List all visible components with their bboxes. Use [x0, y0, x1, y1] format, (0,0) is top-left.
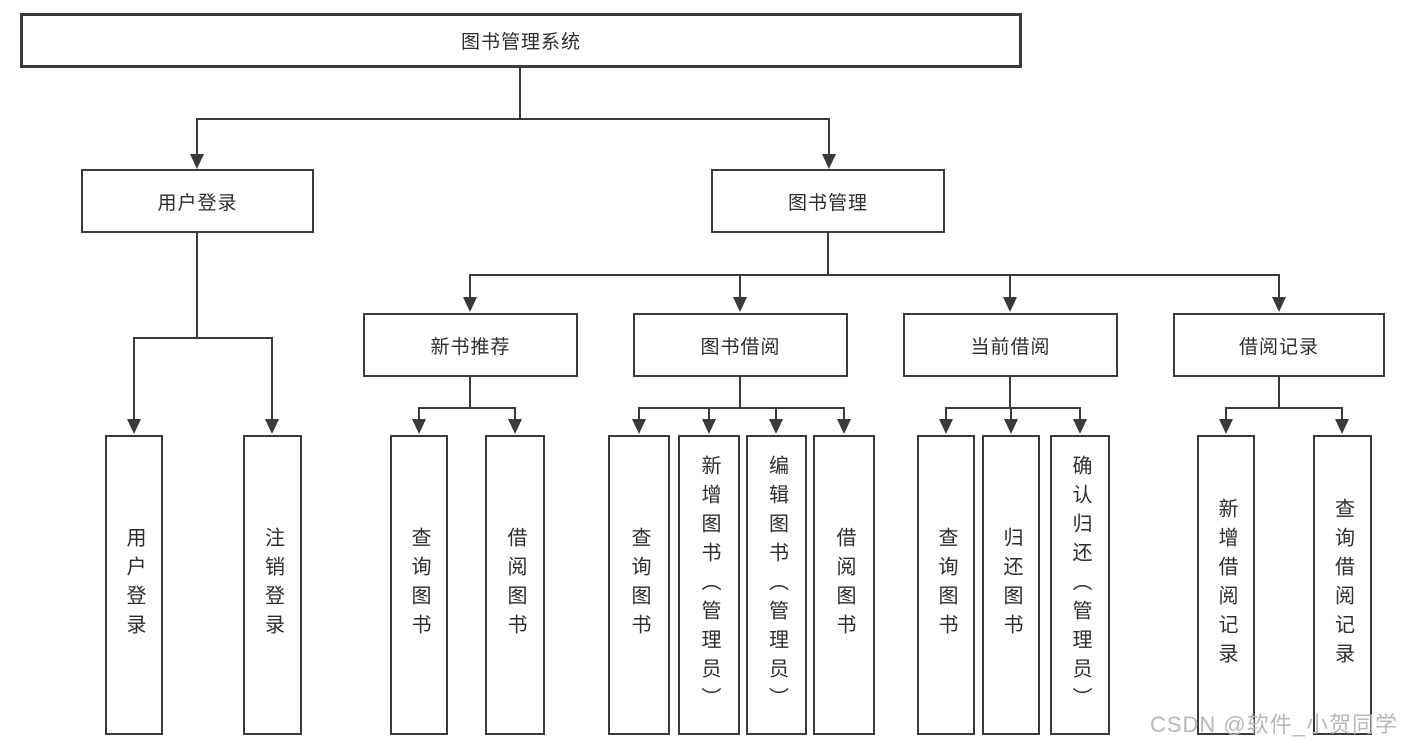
- node-label: 查询图书: [935, 527, 957, 643]
- connector-drop-line: [739, 274, 741, 299]
- connector-drop-line: [638, 407, 640, 421]
- connector-drop-line: [1010, 407, 1012, 421]
- arrow-down-icon: [1335, 419, 1349, 434]
- node-label: 确认归还（管理员）: [1069, 454, 1091, 716]
- arrow-down-icon: [1003, 297, 1017, 312]
- node-label: 用户登录: [123, 527, 145, 643]
- connector-drop-line: [469, 274, 471, 299]
- node-label: 图书借阅: [700, 336, 781, 358]
- connector-trunk-line: [739, 377, 741, 407]
- connector-trunk-line: [196, 233, 198, 337]
- node-current-borrowing: 当前借阅: [903, 313, 1118, 377]
- connector-branch-line: [945, 407, 1081, 409]
- connector-branch-line: [418, 407, 516, 409]
- arrow-down-icon: [1219, 419, 1233, 434]
- leaf-add-books-admin: 新增图书（管理员）: [678, 435, 740, 735]
- connector-drop-line: [775, 407, 777, 421]
- arrow-down-icon: [632, 419, 646, 434]
- node-label: 借阅记录: [1238, 336, 1319, 358]
- leaf-user-login: 用户登录: [105, 435, 163, 735]
- node-label: 当前借阅: [970, 336, 1051, 358]
- arrow-down-icon: [412, 419, 426, 434]
- arrow-down-icon: [508, 419, 522, 434]
- node-book-borrowing: 图书借阅: [633, 313, 848, 377]
- connector-trunk-line: [469, 377, 471, 407]
- arrow-down-icon: [1073, 419, 1087, 434]
- connector-branch-line: [638, 407, 845, 409]
- connector-branch-line: [1225, 407, 1343, 409]
- node-label: 注销登录: [261, 527, 284, 643]
- leaf-return-books: 归还图书: [982, 435, 1040, 735]
- leaf-add-borrow-record: 新增借阅记录: [1197, 435, 1255, 735]
- leaf-borrow-books-recommend: 借阅图书: [485, 435, 545, 735]
- node-label: 编辑图书（管理员）: [765, 454, 788, 716]
- connector-drop-line: [1278, 274, 1280, 299]
- node-label: 查询图书: [628, 527, 650, 643]
- arrow-down-icon: [769, 419, 783, 434]
- connector-drop-line: [828, 118, 830, 156]
- connector-trunk-line: [827, 233, 829, 274]
- leaf-confirm-return-admin: 确认归还（管理员）: [1050, 435, 1110, 735]
- arrow-down-icon: [190, 154, 204, 169]
- connector-branch-line: [196, 118, 830, 120]
- connector-drop-line: [945, 407, 947, 421]
- connector-drop-line: [133, 337, 135, 421]
- connector-drop-line: [708, 407, 710, 421]
- node-label: 归还图书: [1000, 527, 1022, 643]
- arrow-down-icon: [702, 419, 716, 434]
- connector-drop-line: [1225, 407, 1227, 421]
- connector-drop-line: [271, 337, 273, 421]
- arrow-down-icon: [837, 419, 851, 434]
- watermark: CSDN @软件_小贺同学: [1149, 712, 1398, 737]
- node-label: 借阅图书: [833, 527, 855, 643]
- connector-drop-line: [1079, 407, 1081, 421]
- arrow-down-icon: [822, 154, 836, 169]
- node-label: 借阅图书: [504, 527, 526, 643]
- arrow-down-icon: [733, 297, 747, 312]
- leaf-query-books-recommend: 查询图书: [390, 435, 448, 735]
- node-user-login-branch: 用户登录: [81, 169, 314, 233]
- connector-trunk-line: [1278, 377, 1280, 407]
- arrow-down-icon: [463, 297, 477, 312]
- connector-drop-line: [418, 407, 420, 421]
- leaf-logout: 注销登录: [243, 435, 302, 735]
- node-library-system: 图书管理系统: [20, 13, 1022, 68]
- node-label: 用户登录: [157, 192, 238, 214]
- connector-drop-line: [1341, 407, 1343, 421]
- arrow-down-icon: [939, 419, 953, 434]
- connector-branch-line: [469, 274, 1280, 276]
- leaf-borrow-books: 借阅图书: [813, 435, 875, 735]
- node-new-book-recommend: 新书推荐: [363, 313, 578, 377]
- arrow-down-icon: [127, 419, 141, 434]
- connector-drop-line: [196, 118, 198, 156]
- connector-trunk-line: [519, 68, 521, 118]
- arrow-down-icon: [265, 419, 279, 434]
- connector-trunk-line: [1009, 377, 1011, 407]
- node-label: 新增借阅记录: [1215, 498, 1237, 672]
- node-label: 图书管理: [787, 192, 868, 214]
- connector-drop-line: [843, 407, 845, 421]
- leaf-edit-books-admin: 编辑图书（管理员）: [746, 435, 807, 735]
- node-label: 查询图书: [408, 527, 430, 643]
- node-book-management: 图书管理: [711, 169, 945, 233]
- node-label: 新增图书（管理员）: [698, 454, 720, 716]
- leaf-query-books-current: 查询图书: [917, 435, 975, 735]
- leaf-query-books-borrowing: 查询图书: [608, 435, 670, 735]
- leaf-query-borrow-record: 查询借阅记录: [1313, 435, 1372, 735]
- arrow-down-icon: [1272, 297, 1286, 312]
- arrow-down-icon: [1004, 419, 1018, 434]
- node-label: 图书管理系统: [460, 32, 581, 53]
- node-label: 新书推荐: [430, 336, 511, 358]
- node-borrowing-records: 借阅记录: [1173, 313, 1385, 377]
- connector-branch-line: [133, 337, 273, 339]
- node-label: 查询借阅记录: [1331, 498, 1354, 672]
- connector-drop-line: [1009, 274, 1011, 299]
- connector-drop-line: [514, 407, 516, 421]
